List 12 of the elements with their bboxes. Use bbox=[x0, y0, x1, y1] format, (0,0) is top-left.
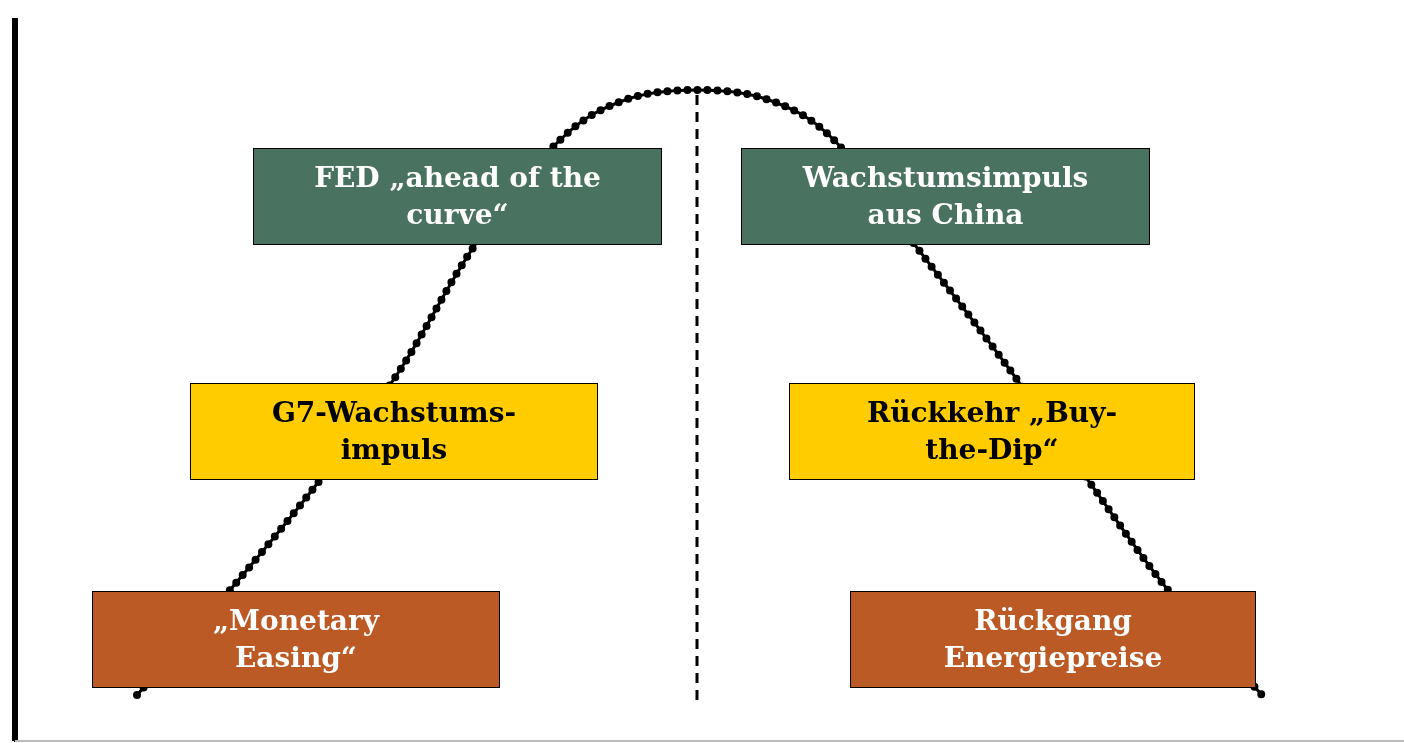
box-label: Rückgang Energiepreise bbox=[942, 603, 1164, 676]
box-label: FED „ahead of the curve“ bbox=[313, 160, 602, 233]
box-label: Wachstumsimpuls aus China bbox=[801, 160, 1090, 233]
process-box bbox=[190, 383, 598, 480]
process-box bbox=[253, 148, 662, 245]
process-box bbox=[92, 591, 500, 688]
box-label: „Monetary Easing“ bbox=[211, 603, 381, 676]
box-label: G7-Wachstums-impuls bbox=[270, 395, 518, 468]
process-box bbox=[741, 148, 1150, 245]
process-box bbox=[850, 591, 1256, 688]
box-label: Rückkehr „Buy-the-Dip“ bbox=[865, 395, 1119, 468]
process-box bbox=[789, 383, 1195, 480]
